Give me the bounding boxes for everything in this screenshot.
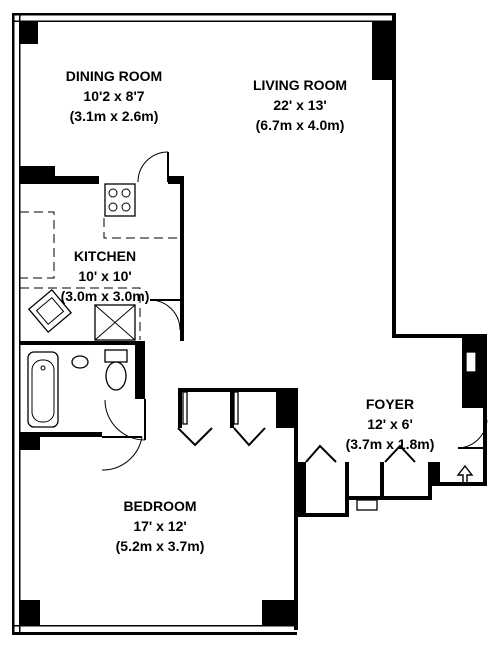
foyer-imperial: 12' x 6' [367,416,413,432]
toilet [105,361,127,391]
foyer-name: FOYER [365,396,415,412]
stove [104,183,136,217]
room-label-bedroom: BEDROOM 17' x 12' (5.2m x 3.7m) [90,496,230,556]
room-label-living: LIVING ROOM 22' x 13' (6.7m x 4.0m) [230,75,370,135]
room-label-dining: DINING ROOM 10'2 x 8'7 (3.1m x 2.6m) [44,66,184,126]
toilet-tank [104,349,128,363]
bedroom-metric: (5.2m x 3.7m) [115,538,205,554]
bedroom-imperial: 17' x 12' [133,518,187,534]
kitchen-name: KITCHEN [73,248,137,264]
dining-name: DINING ROOM [65,68,163,84]
kitchen-metric: (3.0m x 3.0m) [60,288,150,304]
dining-metric: (3.1m x 2.6m) [69,108,159,124]
doors [101,151,488,471]
room-label-kitchen: KITCHEN 10' x 10' (3.0m x 3.0m) [40,246,170,306]
bath-sink [71,355,89,369]
foyer-metric: (3.7m x 1.8m) [345,436,435,452]
living-metric: (6.7m x 4.0m) [255,117,345,133]
exterior-walls [12,13,487,635]
bedroom-name: BEDROOM [123,498,197,514]
living-name: LIVING ROOM [252,77,348,93]
kitchen-imperial: 10' x 10' [78,268,132,284]
sink [27,288,73,334]
bathtub [27,351,59,428]
living-imperial: 22' x 13' [273,97,327,113]
kitchen-fixtures [20,183,180,341]
bath-fixtures [27,349,128,428]
entry-arrow-icon [456,464,474,486]
dining-imperial: 10'2 x 8'7 [83,88,145,104]
room-label-foyer: FOYER 12' x 6' (3.7m x 1.8m) [330,394,450,454]
